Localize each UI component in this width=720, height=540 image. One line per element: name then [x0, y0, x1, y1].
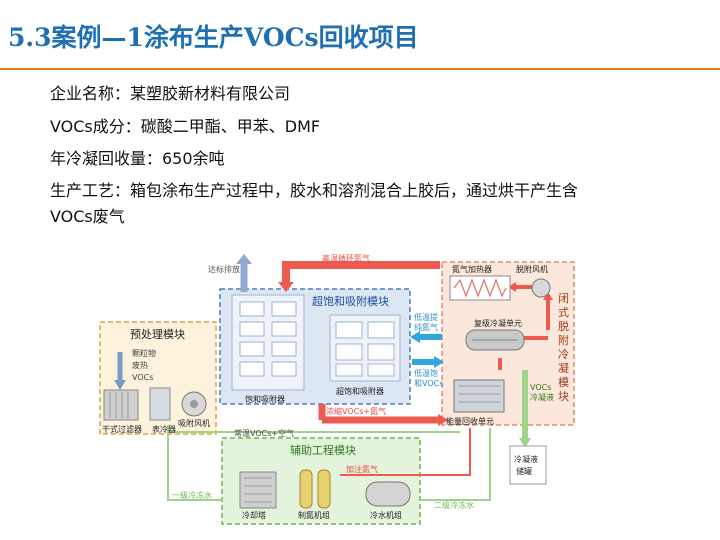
voc-components-line: VOCs成分：碳酸二甲酯、甲苯、DMF [50, 117, 321, 136]
svg-text:废热: 废热 [132, 360, 148, 370]
low-temp-nitrogen-label: 低温提 纯氮气 [414, 312, 438, 332]
ambient-voc-label: 常温VOCs+空气 [234, 428, 294, 438]
condensation-module-title: 闭 式 脱 附 冷 凝 模 块 [558, 292, 569, 403]
adsorption-module-title: 超饱和吸附模块 [312, 294, 389, 308]
svg-text:低温饱: 低温饱 [414, 368, 438, 378]
dry-filter-label: 干式过滤器 [102, 424, 142, 434]
process-line: 生产工艺：箱包涂布生产过程中，胶水和溶剂混合上胶后，通过烘干产生含 [50, 181, 579, 200]
add-nitrogen-label: 加注氮气 [346, 464, 378, 474]
energy-recovery-label: 能量回收单元 [446, 416, 494, 426]
title-divider [0, 68, 720, 70]
secondary-chilled-label: 二级冷冻水 [434, 500, 474, 510]
condensate-tank-label: 冷凝液 储罐 [514, 454, 538, 476]
inlet-arrowhead [114, 380, 126, 390]
auxiliary-module-title: 辅助工程模块 [290, 443, 356, 457]
desorb-riser-arrowhead [543, 292, 553, 300]
svg-text:凝: 凝 [558, 361, 569, 375]
nitrogen-unit-icon [299, 469, 331, 509]
svg-text:脱: 脱 [558, 319, 569, 333]
chiller-unit-icon [365, 481, 411, 507]
nitrogen-unit-label: 制氮机组 [298, 510, 330, 520]
desorb-fan-icon [531, 278, 551, 298]
slide-title: 5.3案例—1涂布生产VOCs回收项目 [8, 23, 419, 52]
svg-text:颗粒物: 颗粒物 [132, 348, 156, 358]
multi-condenser-label: 复级冷凝单元 [474, 318, 522, 328]
svg-text:冷凝液: 冷凝液 [514, 454, 538, 464]
surface-cooler-label: 表冷器 [152, 424, 176, 434]
supersaturated-adsorber-icon [329, 314, 401, 382]
nitrogen-supply-line [340, 428, 471, 476]
low-temp-nitrogen-arrowhead [410, 331, 420, 343]
primary-chilled-label: 一级冷冻水 [172, 490, 212, 500]
svg-text:模: 模 [558, 376, 569, 389]
svg-text:低温提: 低温提 [414, 312, 438, 322]
primary-chilled-line [167, 425, 222, 501]
discharge-arrowhead [236, 254, 252, 264]
surface-cooler-icon [149, 387, 171, 421]
company-line: 企业名称：某塑胶新材料有限公司 [50, 84, 291, 103]
voc-condensate-label: VOCs 冷凝液 [530, 383, 554, 402]
svg-text:纯氮气: 纯氮气 [414, 322, 438, 332]
annual-recovery-line: 年冷凝回收量：650余吨 [50, 149, 225, 168]
supersaturated-adsorber-label: 超饱和吸附器 [336, 386, 384, 396]
svg-text:附: 附 [558, 333, 569, 347]
svg-text:块: 块 [558, 390, 569, 403]
pretreatment-module-title: 预处理模块 [130, 328, 185, 341]
secondary-chilled-line [420, 428, 491, 501]
svg-text:式: 式 [558, 306, 569, 319]
cooling-tower-label: 冷却塔 [242, 510, 266, 520]
inlet-label: 颗粒物 废热 VOCs [132, 348, 156, 382]
heater-feed-arrowhead [508, 282, 516, 292]
svg-text:和VOCs: 和VOCs [414, 379, 443, 388]
condensate-arrowhead [519, 438, 531, 448]
dry-filter-icon [103, 389, 139, 421]
discharge-label: 达标排放 [208, 264, 240, 274]
svg-text:VOCs: VOCs [530, 383, 551, 392]
hot-nitrogen-label: 高温循环氮气 [322, 253, 370, 263]
concentrated-arrowhead [438, 414, 448, 426]
energy-recovery-icon [453, 379, 505, 413]
hot-nitrogen-flow [282, 261, 440, 285]
condensate-tank-icon [509, 445, 547, 485]
svg-text:闭: 闭 [558, 292, 569, 305]
hot-nitrogen-arrowhead [278, 282, 294, 292]
cooling-tower-icon [239, 471, 277, 509]
saturated-adsorber-label: 饱和吸附器 [245, 394, 285, 404]
desorb-fan-label: 脱附风机 [516, 264, 548, 274]
chiller-unit-label: 冷水机组 [370, 510, 402, 520]
low-temp-voc-label: 低温饱 和VOCs [414, 368, 443, 388]
svg-text:冷凝液: 冷凝液 [530, 392, 554, 402]
svg-text:VOCs: VOCs [132, 373, 153, 382]
suction-fan-label: 吸附风机 [178, 418, 210, 428]
nitrogen-heater-label: 氮气加热器 [452, 264, 492, 274]
nitrogen-heater-icon [449, 275, 511, 301]
svg-text:储罐: 储罐 [516, 466, 532, 476]
process-line-cont: VOCs废气 [50, 207, 125, 226]
saturated-adsorber-icon [231, 294, 305, 391]
svg-text:冷: 冷 [558, 348, 569, 361]
concentrated-label: 浓缩VOCs+氮气 [326, 406, 386, 416]
low-temp-voc-arrowhead [434, 356, 444, 368]
